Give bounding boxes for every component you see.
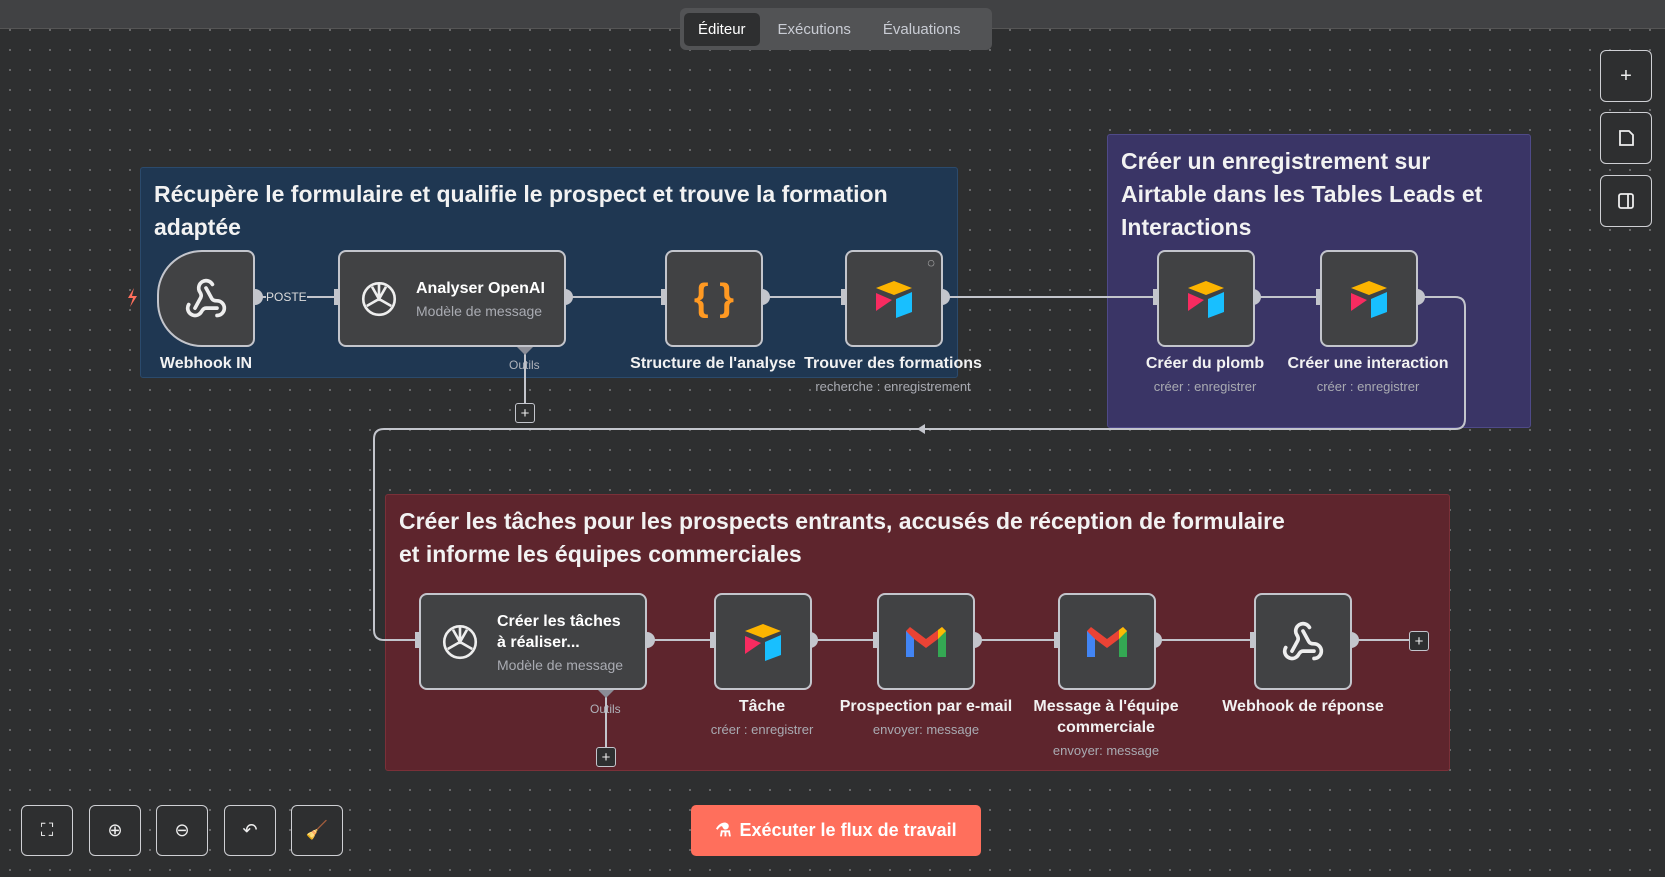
airtable-icon <box>876 280 912 318</box>
undo-icon: ↶ <box>242 820 258 840</box>
sticky-title: Créer les tâches pour les prospects entr… <box>399 508 1285 567</box>
node-label: Webhook de réponse <box>1222 698 1384 715</box>
plus-icon: + <box>1620 64 1632 87</box>
add-sticky-button[interactable] <box>1600 112 1652 164</box>
node-trouver-formations[interactable]: ◌ <box>845 250 943 347</box>
node-subtitle: envoyer: message <box>872 722 980 737</box>
code-braces-icon: { } <box>693 277 735 319</box>
toggle-panel-button[interactable] <box>1600 175 1652 227</box>
gmail-icon <box>1087 626 1127 657</box>
openai-icon <box>442 624 478 659</box>
node-label: Créer une interaction <box>1287 355 1449 372</box>
add-tool-button[interactable]: + <box>596 747 616 767</box>
edge-label: POSTE <box>266 290 307 304</box>
node-subtitle: créer : enregistrer <box>710 722 814 737</box>
node-message-equipe[interactable] <box>1058 593 1156 690</box>
execute-label: Exécuter le flux de travail <box>739 820 957 840</box>
node-label: Webhook IN <box>159 355 253 372</box>
node-subtitle: recherche : enregistrement <box>815 379 971 394</box>
undo-button[interactable]: ↶ <box>224 805 276 856</box>
fullscreen-icon: ⛶ <box>40 820 54 840</box>
tab-evaluations[interactable]: Évaluations <box>882 20 961 38</box>
execute-workflow-button[interactable]: ⚗ Exécuter le flux de travail <box>691 805 981 856</box>
airtable-icon <box>1351 280 1387 318</box>
add-node-button[interactable]: + <box>1600 50 1652 102</box>
node-structure[interactable]: { } <box>665 250 763 347</box>
airtable-icon <box>1188 280 1224 318</box>
node-webhook-reponse[interactable] <box>1254 593 1352 690</box>
node-creer-interaction[interactable] <box>1320 250 1418 347</box>
tab-executions[interactable]: Exécutions <box>777 20 851 38</box>
node-label: Message à l'équipe commerciale <box>1033 698 1179 736</box>
node-subtitle: Modèle de message <box>497 656 624 673</box>
sticky-title: Créer un enregistrement sur Airtable dan… <box>1121 148 1483 240</box>
node-label: Tâche <box>738 698 786 715</box>
node-creer-plomb[interactable] <box>1157 250 1255 347</box>
zoom-in-button[interactable]: ⊕ <box>89 805 141 856</box>
tab-editor[interactable]: Éditeur <box>684 12 760 46</box>
add-tool-button[interactable]: + <box>515 403 535 423</box>
node-subtitle: créer : enregistrer <box>1153 379 1257 394</box>
panel-icon <box>1618 193 1634 209</box>
node-title: Créer les tâches à réaliser... <box>497 612 621 651</box>
node-prospection-email[interactable] <box>877 593 975 690</box>
node-label: Structure de l'analyse <box>630 355 796 372</box>
add-node-after-button[interactable]: + <box>1409 631 1429 651</box>
node-label: Créer du plomb <box>1145 355 1265 372</box>
sticky-note-icon <box>1619 130 1634 146</box>
node-subtitle: envoyer: message <box>1052 743 1160 758</box>
gmail-icon <box>906 626 946 657</box>
zoom-out-icon: ⊖ <box>174 820 190 840</box>
zoom-out-button[interactable]: ⊖ <box>156 805 208 856</box>
view-tabs: Éditeur Exécutions Évaluations <box>680 8 992 50</box>
tidy-up-button[interactable]: 🧹 <box>291 805 343 856</box>
tools-label: Outils <box>590 702 621 716</box>
node-webhook-in[interactable] <box>157 250 255 347</box>
node-subtitle: Modèle de message <box>416 303 543 319</box>
airtable-icon <box>745 623 781 661</box>
flask-icon: ⚗ <box>715 820 732 840</box>
refresh-icon: ◌ <box>927 255 935 270</box>
node-title: Analyser OpenAI <box>416 280 545 297</box>
broom-icon: 🧹 <box>305 820 329 840</box>
trigger-bolt-icon <box>128 288 137 307</box>
webhook-icon <box>1282 621 1324 660</box>
openai-icon <box>361 281 397 316</box>
node-label: Trouver des formations <box>804 355 982 372</box>
sticky-title: Récupère le formulaire et qualifie le pr… <box>154 181 888 240</box>
node-creer-taches[interactable]: Créer les tâches à réaliser... Modèle de … <box>419 593 647 690</box>
node-subtitle: créer : enregistrer <box>1316 379 1420 394</box>
node-analyser-openai[interactable]: Analyser OpenAI Modèle de message <box>338 250 566 347</box>
node-label: Prospection par e-mail <box>839 698 1013 715</box>
node-tache[interactable] <box>714 593 812 690</box>
webhook-icon <box>185 278 227 317</box>
tools-label: Outils <box>509 358 540 372</box>
zoom-in-icon: ⊕ <box>107 820 123 840</box>
fit-view-button[interactable]: ⛶ <box>21 805 73 856</box>
